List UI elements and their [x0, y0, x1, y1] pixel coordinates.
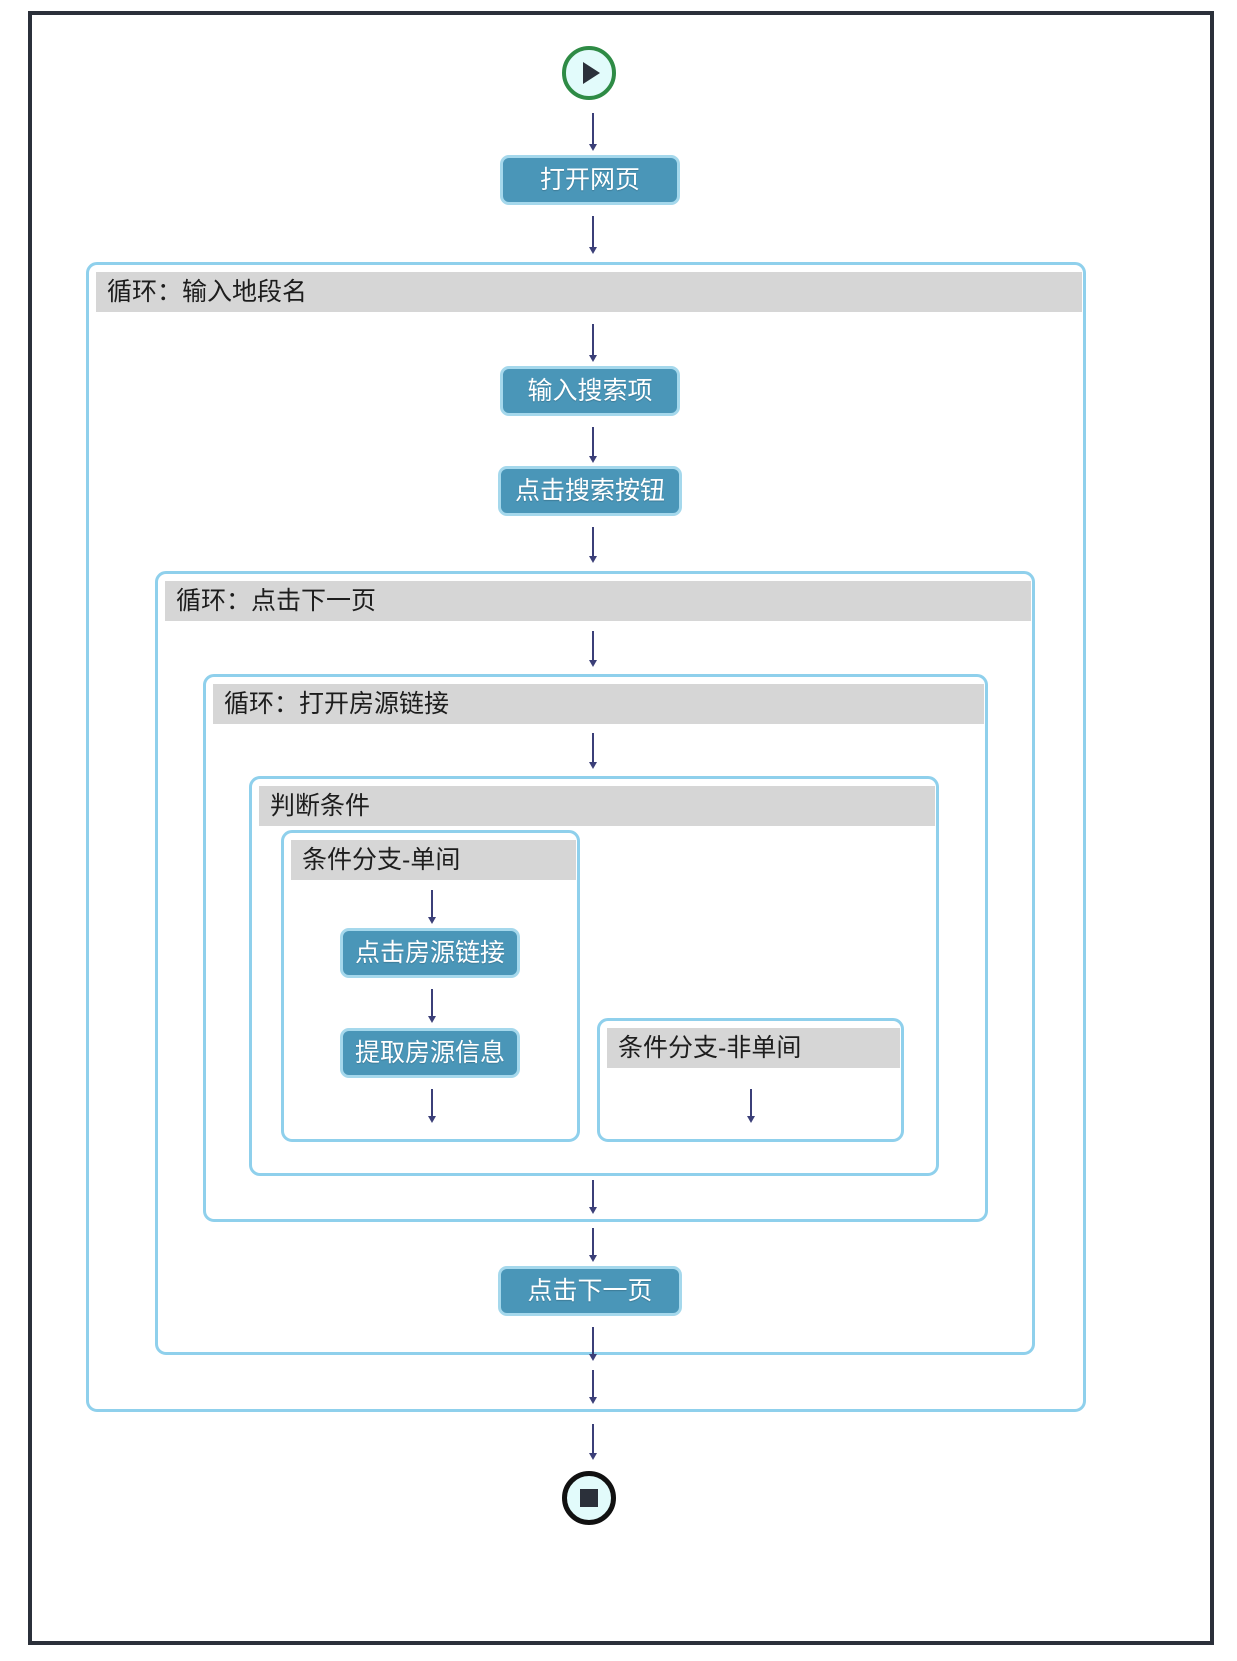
start-node[interactable] [562, 46, 616, 100]
container-loop-district-name-header: 循环：输入地段名 [96, 272, 1082, 312]
container-condition-header: 判断条件 [259, 786, 935, 826]
stop-icon [580, 1489, 598, 1507]
end-node[interactable] [562, 1471, 616, 1525]
action-click-listing-link[interactable]: 点击房源链接 [340, 928, 520, 978]
action-input-search-term[interactable]: 输入搜索项 [500, 366, 680, 416]
container-loop-next-page-header: 循环：点击下一页 [165, 581, 1031, 621]
action-click-next-page[interactable]: 点击下一页 [498, 1266, 682, 1316]
action-extract-listing-info[interactable]: 提取房源信息 [340, 1028, 520, 1078]
container-branch-single-room[interactable]: 条件分支-单间 [281, 830, 580, 1142]
container-branch-single-room-header: 条件分支-单间 [291, 840, 576, 880]
container-branch-non-single-room-header: 条件分支-非单间 [607, 1028, 900, 1068]
action-open-page[interactable]: 打开网页 [500, 155, 680, 205]
action-click-search-button[interactable]: 点击搜索按钮 [498, 466, 682, 516]
container-branch-non-single-room[interactable]: 条件分支-非单间 [597, 1018, 904, 1142]
container-loop-open-listing-header: 循环：打开房源链接 [213, 684, 984, 724]
play-icon [583, 62, 600, 84]
